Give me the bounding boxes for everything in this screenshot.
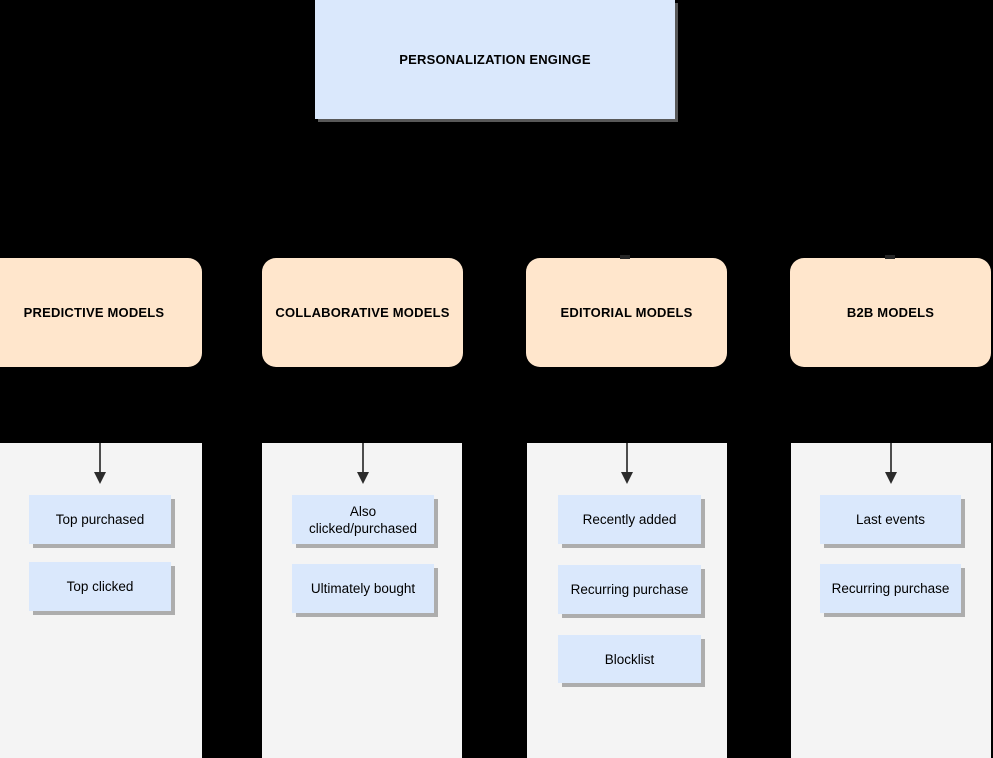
item-label: Also clicked/purchased bbox=[308, 503, 418, 536]
arrow-head-icon bbox=[94, 472, 106, 484]
arrow-down-predictive bbox=[93, 443, 107, 485]
item-label: Top purchased bbox=[55, 512, 145, 527]
item-label: Blocklist bbox=[604, 651, 655, 667]
item-box[interactable]: Recurring purchase bbox=[820, 564, 961, 613]
arrow-shaft bbox=[99, 443, 101, 474]
arrow-shaft bbox=[626, 443, 628, 474]
arrow-head-icon bbox=[621, 472, 633, 484]
arrow-down-editorial bbox=[620, 443, 634, 485]
item-box[interactable]: Top purchased bbox=[29, 495, 171, 544]
model-node-editorial-label: EDITORIAL MODELS bbox=[560, 305, 693, 320]
item-label: Recurring purchase bbox=[831, 581, 950, 596]
personalization-engine-label: PERSONALIZATION ENGINGE bbox=[399, 52, 591, 67]
item-label: Last events bbox=[855, 512, 926, 527]
item-box[interactable]: Ultimately bought bbox=[292, 564, 434, 613]
model-node-predictive-label: PREDICTIVE MODELS bbox=[23, 305, 165, 320]
arrow-down-b2b bbox=[884, 443, 898, 485]
item-box[interactable]: Blocklist bbox=[558, 635, 701, 683]
arrow-head-icon bbox=[885, 472, 897, 484]
model-node-collaborative-label: COLLABORATIVE MODELS bbox=[275, 305, 450, 320]
arrow-shaft bbox=[890, 443, 892, 474]
connector-stub-b2b bbox=[885, 255, 895, 259]
connector-stub-editorial bbox=[620, 255, 630, 259]
arrow-down-collaborative bbox=[356, 443, 370, 485]
item-label: Recently added bbox=[582, 512, 677, 527]
model-node-editorial[interactable]: EDITORIAL MODELS bbox=[526, 258, 727, 367]
item-label: Top clicked bbox=[66, 579, 134, 594]
model-node-collaborative[interactable]: COLLABORATIVE MODELS bbox=[262, 258, 463, 367]
item-box[interactable]: Top clicked bbox=[29, 562, 171, 611]
arrow-head-icon bbox=[357, 472, 369, 484]
item-label: Ultimately bought bbox=[310, 581, 416, 596]
item-label: Recurring purchase bbox=[570, 582, 689, 597]
model-node-b2b-label: B2B MODELS bbox=[846, 305, 935, 320]
item-box[interactable]: Also clicked/purchased bbox=[292, 495, 434, 544]
personalization-engine-node[interactable]: PERSONALIZATION ENGINGE bbox=[315, 0, 675, 119]
item-box[interactable]: Recently added bbox=[558, 495, 701, 544]
model-node-b2b[interactable]: B2B MODELS bbox=[790, 258, 991, 367]
model-node-predictive[interactable]: PREDICTIVE MODELS bbox=[0, 258, 202, 367]
item-box[interactable]: Last events bbox=[820, 495, 961, 544]
item-box[interactable]: Recurring purchase bbox=[558, 565, 701, 614]
arrow-shaft bbox=[362, 443, 364, 474]
